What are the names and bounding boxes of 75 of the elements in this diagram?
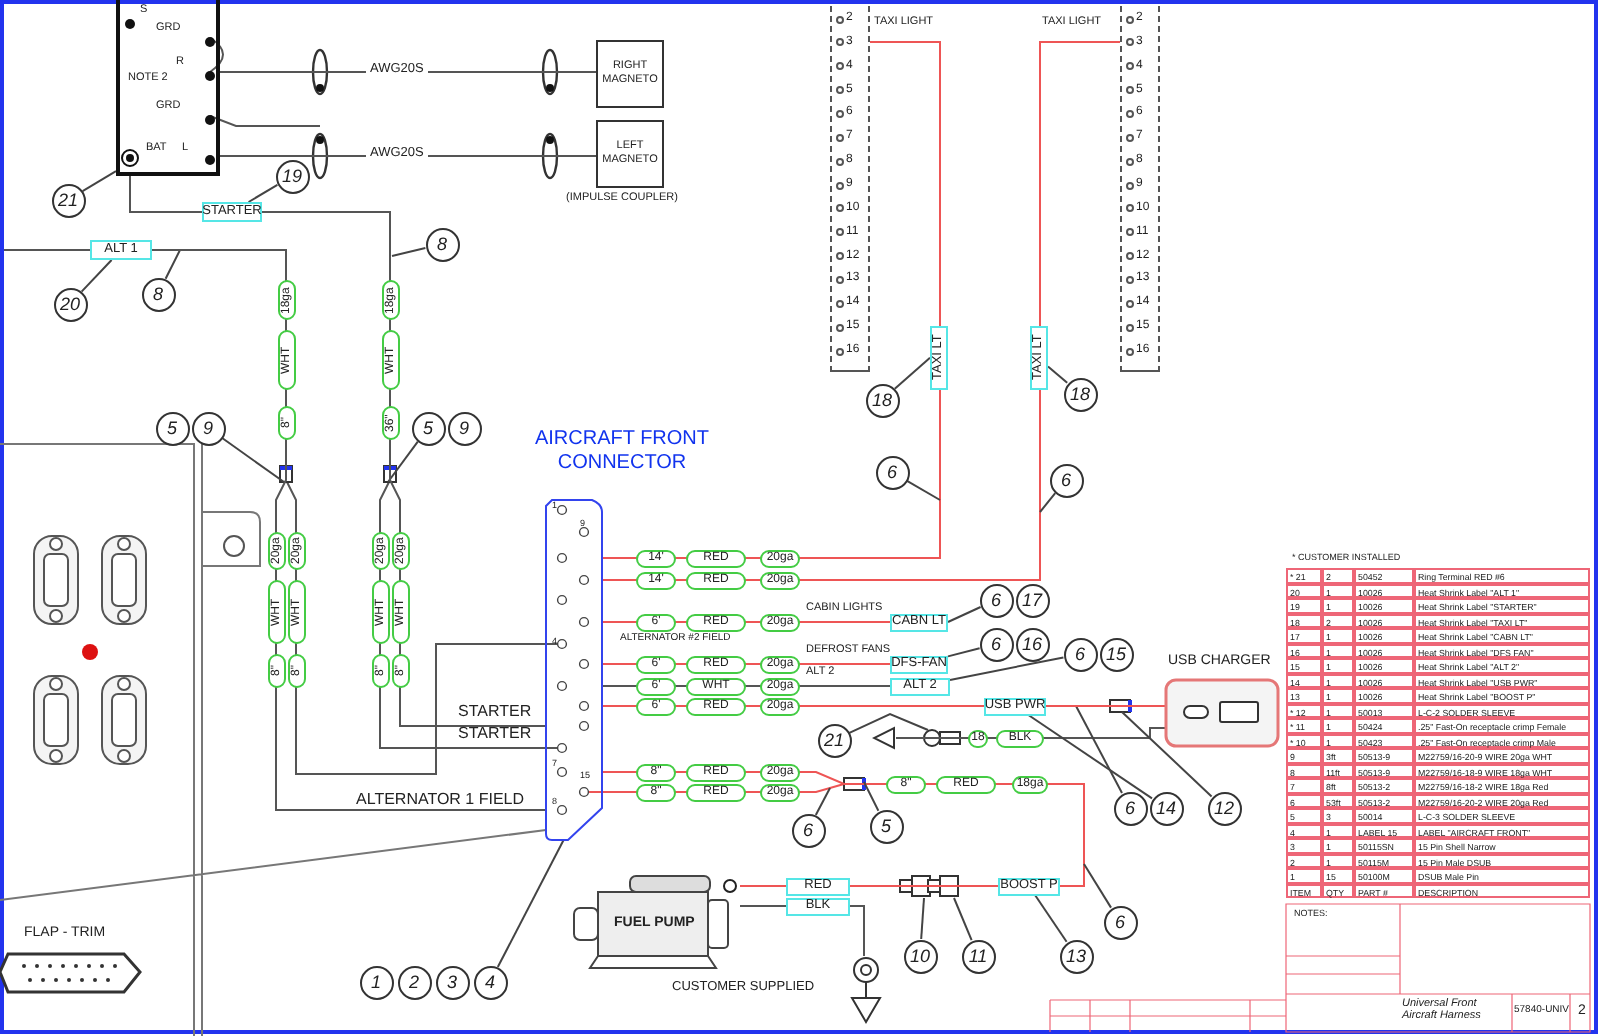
callout-number: 11 bbox=[961, 939, 995, 973]
wire bbox=[895, 727, 1167, 739]
leader-line bbox=[947, 606, 982, 623]
callout-number: 8 bbox=[141, 277, 175, 311]
leader-line bbox=[953, 897, 973, 942]
leader-line bbox=[1034, 894, 1068, 943]
callout-number: 6 bbox=[875, 455, 909, 489]
leader-line bbox=[1027, 714, 1153, 800]
callout-number: 14 bbox=[1149, 791, 1183, 825]
callout-number: 18 bbox=[1063, 377, 1097, 411]
callout-number: 16 bbox=[1015, 627, 1049, 661]
wire bbox=[1045, 705, 1167, 707]
callout-number: 6 bbox=[1063, 637, 1097, 671]
leader-line bbox=[814, 787, 831, 816]
callout-number: 5 bbox=[411, 411, 445, 445]
callout-number: 18 bbox=[865, 383, 899, 417]
callout-number: 6 bbox=[1103, 905, 1137, 939]
callout-number: 8 bbox=[425, 227, 459, 261]
leader-line bbox=[247, 183, 279, 203]
wire bbox=[129, 175, 203, 213]
wire bbox=[3, 249, 91, 251]
callout-number: 3 bbox=[435, 965, 469, 999]
callout-number: 19 bbox=[275, 159, 309, 193]
callout-number: 17 bbox=[1015, 583, 1049, 617]
ignition-switch-box bbox=[116, 0, 220, 176]
callout-number: 4 bbox=[473, 965, 507, 999]
leader-line bbox=[905, 479, 941, 501]
leader-line bbox=[387, 440, 419, 483]
callout-number: 6 bbox=[979, 583, 1013, 617]
callout-number: 13 bbox=[1059, 939, 1093, 973]
leader-line bbox=[1075, 705, 1123, 794]
callout-number: 6 bbox=[979, 627, 1013, 661]
magneto-box bbox=[596, 40, 664, 108]
leader-line bbox=[920, 897, 925, 940]
leader-line bbox=[1047, 365, 1069, 384]
wire-label: STARTER bbox=[458, 704, 532, 720]
switch-terminal-strip bbox=[1120, 6, 1160, 372]
magneto-box bbox=[596, 120, 664, 188]
callout-number: 12 bbox=[1207, 791, 1241, 825]
wire bbox=[869, 41, 941, 327]
callout-number: 15 bbox=[1099, 637, 1133, 671]
leader-line bbox=[1039, 492, 1057, 513]
ground-symbol bbox=[848, 956, 884, 1024]
callout-number: 5 bbox=[155, 411, 189, 445]
switch-terminal-strip bbox=[830, 6, 870, 372]
leader-line bbox=[81, 170, 117, 193]
leader-line bbox=[220, 436, 285, 483]
callout-number: 6 bbox=[791, 813, 825, 847]
callout-number: 2 bbox=[397, 965, 431, 999]
ground-symbol bbox=[872, 726, 896, 750]
callout-number: 6 bbox=[1049, 463, 1083, 497]
callout-number: 10 bbox=[903, 939, 937, 973]
callout-number: 21 bbox=[817, 723, 851, 757]
wire-label: ALTERNATOR 1 FIELD bbox=[356, 792, 525, 808]
connector-title: AIRCRAFT FRONT CONNECTOR bbox=[532, 428, 712, 474]
callout-number: 9 bbox=[447, 411, 481, 445]
leader-line bbox=[893, 356, 931, 390]
leader-line bbox=[947, 647, 981, 658]
callout-number: 20 bbox=[53, 287, 87, 321]
leader-line bbox=[391, 247, 427, 257]
leader-line bbox=[863, 781, 880, 812]
leader-line bbox=[496, 839, 565, 968]
leader-line bbox=[848, 712, 929, 734]
leader-line bbox=[1121, 711, 1213, 798]
wire bbox=[1039, 41, 1121, 327]
callout-number: 1 bbox=[359, 965, 393, 999]
callout-number: 9 bbox=[191, 411, 225, 445]
wire-label: STARTER bbox=[458, 726, 532, 742]
callout-number: 21 bbox=[51, 183, 85, 217]
leader-line bbox=[1083, 863, 1112, 909]
leader-line bbox=[949, 656, 1065, 681]
callout-number: 6 bbox=[1113, 791, 1147, 825]
leader-line bbox=[164, 249, 181, 280]
callout-number: 5 bbox=[869, 809, 903, 843]
leader-line bbox=[80, 259, 113, 293]
